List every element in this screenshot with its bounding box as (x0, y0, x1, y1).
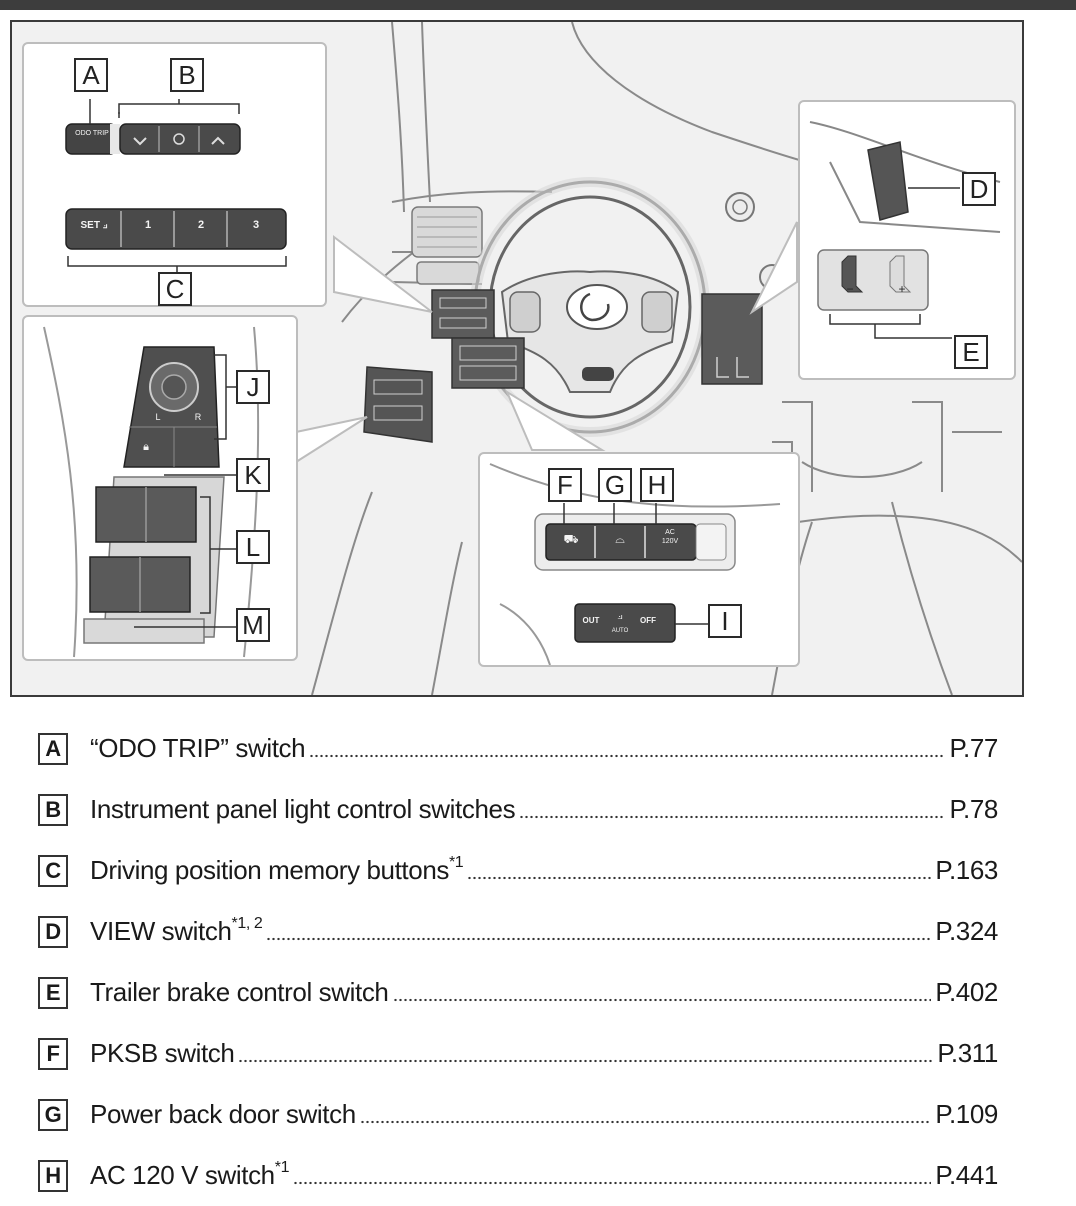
footnote-marker: *1, 2 (231, 915, 263, 932)
callout-m: M (236, 608, 270, 642)
page-reference-link[interactable]: P.402 (935, 977, 998, 1007)
panel-fghi-drawing (489, 463, 781, 665)
page-reference-link[interactable]: P.77 (949, 733, 998, 763)
trailer-plus-button[interactable]: + (898, 282, 906, 296)
legend-label: AC 120 V switch (90, 1160, 275, 1190)
legend-key: D (38, 915, 68, 948)
legend-key: E (38, 976, 68, 1009)
dot-leader (266, 936, 932, 941)
legend-label: Instrument panel light control switches (90, 794, 516, 824)
callout-l: L (236, 530, 270, 564)
legend-row-c: C Driving position memory buttons*1 P.16… (38, 840, 998, 901)
legend-key: H (38, 1159, 68, 1192)
memory-button-3[interactable]: 3 (252, 219, 260, 231)
legend-label: Driving position memory buttons (90, 855, 449, 885)
legend-text: PKSB switch (90, 1038, 235, 1069)
callout-a: A (74, 58, 108, 92)
pksb-button-icon[interactable]: ⛟ (563, 532, 579, 546)
legend-text: AC 120 V switch*1 (90, 1160, 289, 1191)
window-left-label: L (155, 412, 161, 422)
legend-row-b: B Instrument panel light control switche… (38, 779, 998, 840)
panel-abc-drawing (65, 99, 287, 276)
ac-voltage-label: 120V (661, 538, 679, 545)
page-reference-link[interactable]: P.324 (935, 916, 998, 946)
dot-leader (467, 875, 932, 880)
switch-auto-label[interactable]: AUTO (611, 628, 629, 634)
legend-label: VIEW switch (90, 916, 232, 946)
callout-h: H (640, 468, 674, 502)
legend-text: Power back door switch (90, 1099, 356, 1130)
legend-text: “ODO TRIP” switch (90, 733, 306, 764)
dot-leader (519, 814, 946, 819)
seat-icon: ⟓ (99, 220, 108, 231)
legend-key: G (38, 1098, 68, 1131)
ac-120v-button[interactable]: AC 120V (648, 528, 692, 546)
page-reference-link[interactable]: P.78 (949, 794, 998, 824)
legend-label: “ODO TRIP” switch (90, 733, 306, 763)
switch-off-label[interactable]: OFF (640, 616, 656, 625)
dot-leader (293, 1180, 932, 1185)
legend-label: Power back door switch (90, 1099, 356, 1129)
memory-set-label: SET (80, 220, 100, 231)
legend-label: PKSB switch (90, 1038, 235, 1068)
memory-button-1[interactable]: 1 (144, 219, 152, 231)
callout-k: K (236, 458, 270, 492)
dot-leader (359, 1119, 932, 1124)
callout-d: D (962, 172, 996, 206)
footnote-marker: *1 (274, 1159, 290, 1176)
ac-label: AC (665, 529, 675, 536)
legend-text: Driving position memory buttons*1 (90, 854, 464, 886)
window-lock-icon[interactable]: 🔒︎ (143, 441, 149, 453)
legend-text: Trailer brake control switch (90, 977, 389, 1008)
legend-row-f: F PKSB switch P.311 (38, 1023, 998, 1084)
legend-text: VIEW switch*1, 2 (90, 915, 263, 947)
inset-panel-de: − + (798, 100, 1016, 380)
legend-list: A “ODO TRIP” switch P.77 B Instrument pa… (38, 718, 998, 1206)
cockpit-drawing (295, 22, 1022, 695)
back-door-button-icon[interactable]: ⌓ (615, 532, 625, 546)
callout-f: F (548, 468, 582, 502)
callout-i: I (708, 604, 742, 638)
dot-leader (392, 997, 932, 1002)
page-header-bar (0, 0, 1076, 10)
legend-key: A (38, 732, 68, 765)
callout-j: J (236, 370, 270, 404)
callout-c: C (158, 272, 192, 306)
callout-g: G (598, 468, 632, 502)
legend-key: C (38, 854, 68, 887)
legend-row-d: D VIEW switch*1, 2 P.324 (38, 901, 998, 962)
window-right-label: R (194, 412, 202, 422)
legend-label: Trailer brake control switch (90, 977, 389, 1007)
page-reference-link[interactable]: P.311 (937, 1038, 998, 1068)
panel-de-drawing (809, 121, 1001, 339)
inset-panel-fghi: ⛟ ⌓ AC 120V OUT AUTO ⟓ OFF (478, 452, 800, 667)
page-reference-link[interactable]: P.163 (935, 855, 998, 885)
legend-key: F (38, 1037, 68, 1070)
legend-row-h: H AC 120 V switch*1 P.441 (38, 1145, 998, 1206)
odo-trip-button[interactable]: ODO TRIP (75, 130, 109, 137)
page-reference-link[interactable]: P.441 (935, 1160, 998, 1190)
memory-set-button[interactable]: SET ⟓ (68, 220, 120, 231)
switch-seat-icon: ⟓ (617, 608, 623, 622)
switch-out-label[interactable]: OUT (582, 616, 600, 625)
memory-button-2[interactable]: 2 (197, 219, 205, 231)
legend-text: Instrument panel light control switches (90, 794, 516, 825)
legend-key: B (38, 793, 68, 826)
trailer-minus-button[interactable]: − (846, 282, 854, 296)
dashboard-illustration: ODO TRIP SET ⟓ 1 2 3 − + (10, 20, 1024, 697)
legend-row-a: A “ODO TRIP” switch P.77 (38, 718, 998, 779)
callout-e: E (954, 335, 988, 369)
footnote-marker: *1 (448, 854, 464, 871)
dot-leader (309, 753, 946, 758)
callout-b: B (170, 58, 204, 92)
legend-row-g: G Power back door switch P.109 (38, 1084, 998, 1145)
page-reference-link[interactable]: P.109 (935, 1099, 998, 1129)
dot-leader (238, 1058, 934, 1063)
legend-row-e: E Trailer brake control switch P.402 (38, 962, 998, 1023)
